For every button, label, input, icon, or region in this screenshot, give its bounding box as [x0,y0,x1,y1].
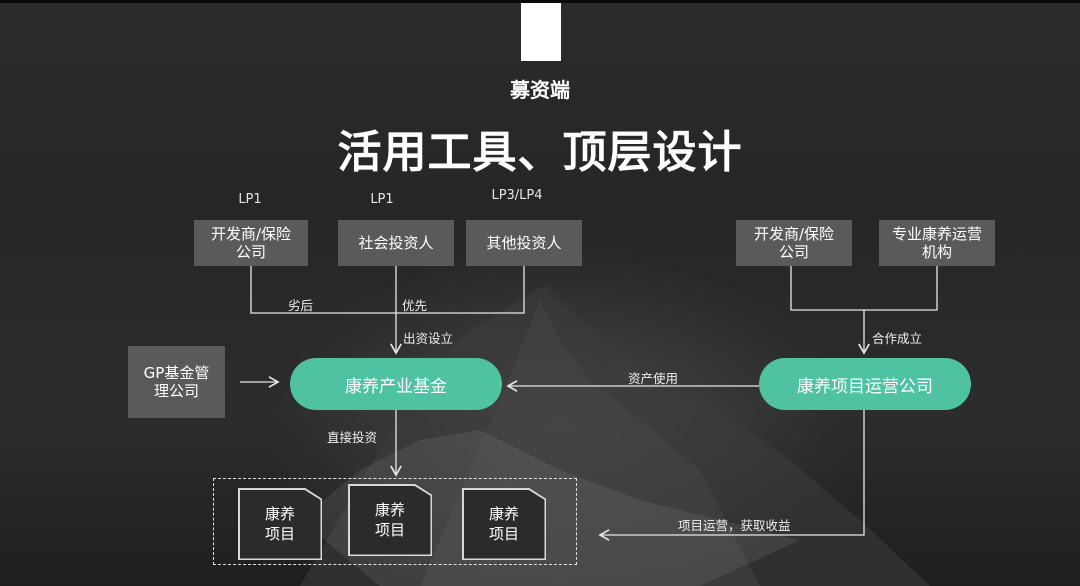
box-social-investor: 社会投资人 [338,220,454,266]
top-white-block [521,3,561,61]
project-card-3-label: 康养 项目 [463,489,545,559]
box-gp-manager: GP基金管 理公司 [128,346,225,418]
lp-label-other: LP3/LP4 [491,188,543,203]
label-direct-invest: 直接投资 [327,430,378,445]
box-operator-org: 专业康养运营 机构 [879,220,995,266]
box-developer-insurer-left: 开发商/保险 公司 [194,220,308,266]
lp-label-developer: LP1 [238,192,262,207]
projects-group [213,478,577,565]
section-subtitle: 募资端 [510,78,570,102]
box-other-investor: 其他投资人 [466,220,582,266]
label-asset-use: 资产使用 [628,371,679,386]
label-priority: 优先 [402,298,428,313]
box-developer-insurer-right: 开发商/保险 公司 [736,220,852,266]
lp-label-social: LP1 [370,192,394,207]
project-card-1-label: 康养 项目 [239,489,321,559]
label-subordinate: 劣后 [288,298,314,313]
project-card-2-label: 康养 项目 [349,485,431,555]
pill-operating-company: 康养项目运营公司 [759,358,971,410]
label-operate-earn: 项目运营，获取收益 [678,518,791,533]
label-fund-setup: 出资设立 [403,331,454,346]
page-title: 活用工具、顶层设计 [337,127,743,178]
label-co-founded: 合作成立 [872,331,923,346]
top-bar [0,0,1080,3]
pill-fund: 康养产业基金 [290,358,502,410]
